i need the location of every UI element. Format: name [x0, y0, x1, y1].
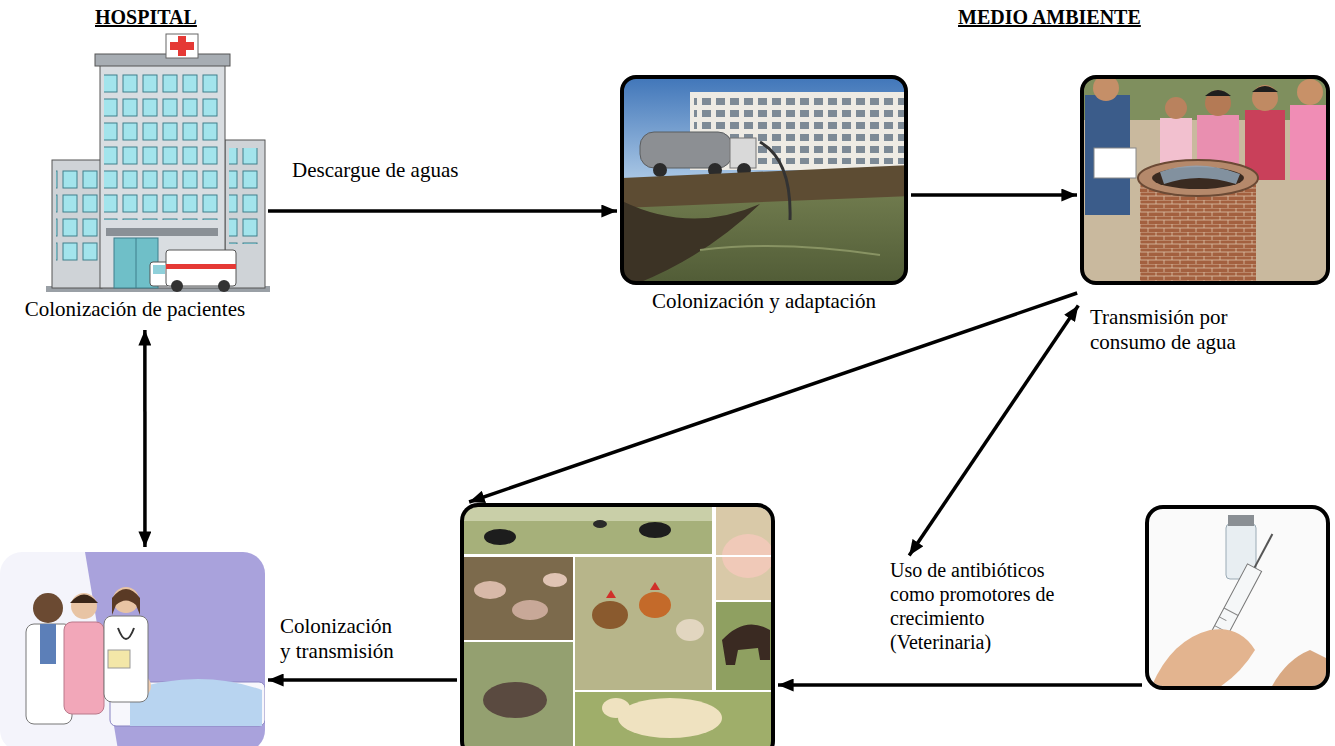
section-heading: HOSPITAL [95, 6, 197, 29]
caption-text: Transmisión por consumo de agua [1090, 305, 1260, 355]
image-area [764, 75, 765, 289]
caption-text: Colonización de pacientes [25, 297, 245, 322]
connector-arrow [268, 678, 457, 682]
photo-node: Transmisión por consumo de agua [1080, 75, 1330, 360]
image-area [135, 35, 136, 297]
image-area [617, 503, 618, 746]
section-heading: MEDIO AMBIENTE [958, 6, 1141, 29]
connector-arrow [143, 330, 147, 547]
connector-arrow [268, 209, 617, 213]
animals-collage [462, 505, 774, 746]
photo-node: Colonización y adaptación [620, 75, 908, 319]
hospital-node: Colonización de pacientes [5, 35, 265, 327]
image-area [132, 550, 133, 746]
connector-arrow [469, 293, 1077, 502]
doctors-illustration [0, 552, 265, 746]
pond-photo [620, 75, 910, 290]
collage-node [460, 503, 775, 746]
connector-arrow [909, 305, 1078, 555]
connector-arrow [778, 683, 1142, 687]
syringe-photo [1147, 507, 1330, 690]
edge-label: Colonización y transmisión [278, 614, 404, 664]
image-area [1237, 505, 1238, 690]
image-area [1080, 75, 1081, 305]
well-photo [1080, 75, 1330, 288]
text-node: Uso de antibióticos como promotores de c… [890, 558, 1065, 658]
caption-text: Uso de antibióticos como promotores de c… [890, 558, 1065, 654]
photo-node [1145, 505, 1330, 690]
illustration-node [0, 550, 265, 746]
connector-arrow [911, 193, 1077, 197]
hospital-illustration [46, 34, 270, 292]
caption-text: Colonización y adaptación [652, 289, 876, 314]
edge-label: Descargue de aguas [290, 158, 460, 183]
